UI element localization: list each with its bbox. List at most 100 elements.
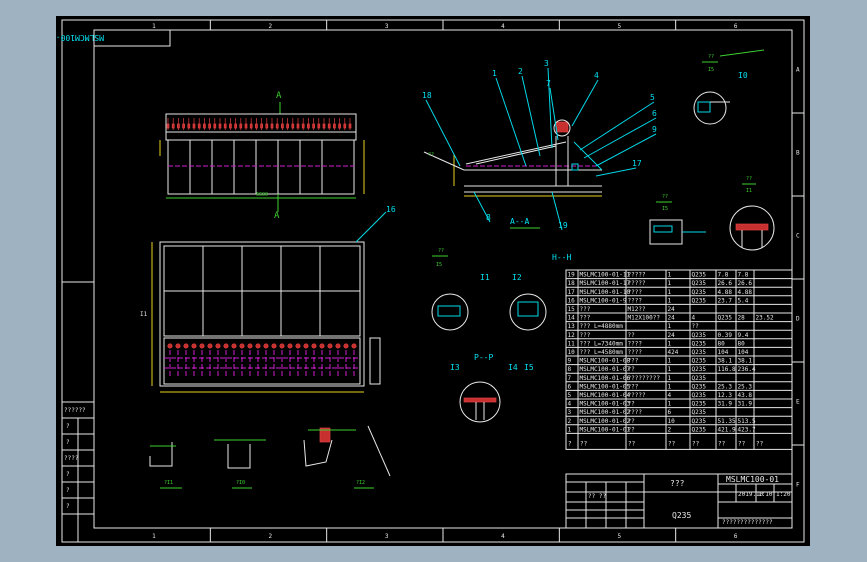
title-row-small: ?? ?? <box>588 493 606 500</box>
detail-i2-label: I2 <box>512 273 522 282</box>
bom-cell-w1: 23.7 <box>718 297 733 304</box>
bom-cell-code: MSLMC100-01-11 <box>580 272 631 279</box>
bom-cell-code: MSLMC100-01-17 <box>580 280 631 287</box>
bom-cell-no: 17 <box>568 289 576 296</box>
callout-16: 16 <box>386 205 396 214</box>
callout-9: 9 <box>652 125 657 134</box>
bom-cell-code: ??? L=4580mm <box>580 349 624 356</box>
bom-cell-w1: 0.39 <box>718 332 733 339</box>
bom-cell-no: 10 <box>568 349 576 356</box>
bom-cell-code: MSLMC100-01-9 <box>580 297 627 304</box>
bom-cell-mat: Q235 <box>692 349 707 356</box>
bom-cell-w1: 421.9 <box>718 426 736 433</box>
bom-cell-no: 18 <box>568 280 576 287</box>
bom-cell-w2: 9.4 <box>738 332 749 339</box>
detail3-frac-top: ?? <box>746 176 752 182</box>
bom-cell-code: MSLMC100-01-02 <box>580 409 631 416</box>
bom-cell-no: 11 <box>568 340 576 347</box>
bom-cell-qty: 424 <box>668 349 679 356</box>
front-view-teeth <box>166 118 352 130</box>
bom-cell-w1: 80 <box>718 340 726 347</box>
bom-cell-mat: Q235 <box>692 392 707 399</box>
callout-19: 19 <box>558 221 568 230</box>
bom-cell-qty: 1 <box>668 272 672 279</box>
bom-cell-qty: 1 <box>668 358 672 365</box>
title-block: ??? Q235 MSLMC100-01 1:10 2019.10 1:20 ?… <box>565 473 793 529</box>
callout-17: 17 <box>632 159 642 168</box>
bom-cell-mat: Q235 <box>692 289 707 296</box>
bom-cell-w2: 513.5 <box>738 418 756 425</box>
bom-cell-code: ??? <box>580 306 591 313</box>
section-mark-a-top: A <box>276 91 282 101</box>
bom-cell-w2: 5.4 <box>738 297 749 304</box>
zone-top-4: 4 <box>501 23 505 30</box>
callout-leader-4 <box>579 101 655 151</box>
bom-cell-w1: 116.8 <box>718 366 736 373</box>
callout-leader-10 <box>473 191 491 223</box>
bom-header-cell: ?? <box>692 440 700 447</box>
callout-leader-9 <box>595 167 637 177</box>
detail-i5-label: I5 <box>524 363 534 372</box>
bom-cell-w1: 51.35 <box>718 418 736 425</box>
detail4-frac-bot: I5 <box>436 262 442 268</box>
bom-cell-qty: 4 <box>668 392 672 399</box>
bom-cell-w1: 25.3 <box>718 383 733 390</box>
front-view-width-dim: 6600 <box>256 192 268 198</box>
bom-cell-code: ??? <box>580 332 591 339</box>
bom-cell-mat: Q235 <box>692 340 707 347</box>
bom-cell-w2: 104 <box>738 349 749 356</box>
signature-line: ?????????????? <box>722 519 773 526</box>
bom-cell-no: 16 <box>568 297 576 304</box>
bom-header-cell: ?? <box>718 440 726 447</box>
bom-cell-w2: 7.8 <box>738 272 749 279</box>
bom-cell-mat: Q235 <box>692 332 707 339</box>
left-panel-label-2: ? <box>66 439 70 446</box>
bom-cell-mat: Q235 <box>692 366 707 373</box>
profile-label-2: ?I0 <box>236 480 245 486</box>
zone-bottom-6: 6 <box>734 533 738 540</box>
callout-leader-0 <box>495 77 527 167</box>
callout-3: 3 <box>544 59 549 68</box>
detail-i3-label: I3 <box>450 363 460 372</box>
callout-2: 2 <box>518 67 523 76</box>
bom-header-cell: ?? <box>668 440 676 447</box>
bom-cell-w1: 26.6 <box>718 280 733 287</box>
bom-cell-w1: 38.1 <box>718 358 733 365</box>
bom-cell-qty: 24 <box>668 332 676 339</box>
bom-cell-w1: 4.88 <box>718 289 733 296</box>
callout-5: 5 <box>650 93 655 102</box>
bom-cell-qty: 1 <box>668 297 672 304</box>
callout-leader-7 <box>425 99 461 167</box>
profile-sections: ?I1 ?I0 ?I2 <box>149 425 391 489</box>
bom-cell-code: ??? L=7340mm <box>580 340 624 347</box>
bom-cell-code: MSLMC100-01-06 <box>580 375 631 382</box>
bom-cell-mat: Q235 <box>692 383 707 390</box>
bom-cell-w2: 80 <box>738 340 746 347</box>
bom-cell-no: 8 <box>568 366 572 373</box>
detail-i4-label: I4 <box>508 363 518 372</box>
bom-cell-w2: 31.9 <box>738 401 753 408</box>
callout-8: 8 <box>486 213 491 222</box>
bom-cell-qty: 1 <box>668 340 672 347</box>
material-label: Q235 <box>672 511 691 520</box>
zone-right-E: E <box>796 399 800 406</box>
zone-top-2: 2 <box>269 23 273 30</box>
bom-cell-name: ?? <box>628 332 636 339</box>
callout-leader-5 <box>583 117 657 159</box>
left-panel-label-0: ?????? <box>64 407 86 414</box>
bom-cell-mat: Q235 <box>692 401 707 408</box>
outer-border <box>61 19 805 543</box>
callout-leader-2 <box>547 67 553 149</box>
detail-frac-top: ?? <box>708 54 714 60</box>
callout-4: 4 <box>594 71 599 80</box>
left-panel-label-3: ???? <box>64 455 79 462</box>
zone-right-A: A <box>796 67 800 74</box>
bom-cell-code: MSLMC100-01-02 <box>580 418 631 425</box>
bom-cell-name: ????? <box>628 392 646 399</box>
bom-cell-code: ??? L=4880mm <box>580 323 624 330</box>
bom-cell-mat: Q235 <box>692 418 707 425</box>
bom-cell-w1: 12.3 <box>718 392 733 399</box>
bom-header-cell: ?? <box>738 440 746 447</box>
